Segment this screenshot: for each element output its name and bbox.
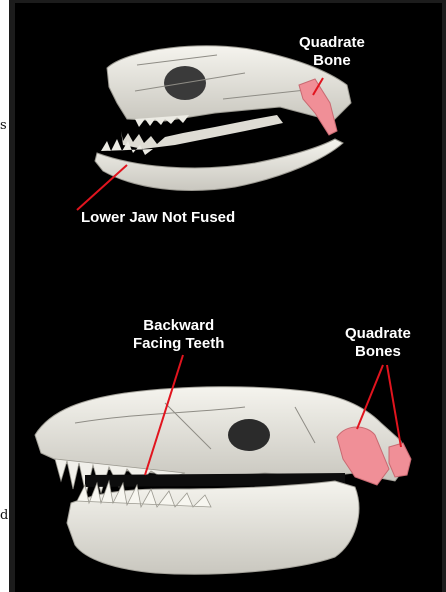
top-quadrate-label: Quadrate Bone [299, 34, 365, 70]
backward-teeth-label-line1: Backward [133, 317, 224, 335]
lower-jaw-label: Lower Jaw Not Fused [81, 209, 235, 227]
bottom-quadrate-bone-right [389, 443, 411, 477]
bottom-skull [35, 387, 407, 574]
top-jaw-leader-line [77, 165, 127, 210]
snake-skull-panel: Quadrate Bone Lower Jaw Not Fused Backwa… [15, 3, 442, 592]
top-quadrate-label-line1: Quadrate [299, 34, 365, 52]
top-quadrate-label-line2: Bone [299, 52, 365, 70]
bottom-skull-eye-socket [228, 419, 270, 451]
backward-teeth-label-line2: Facing Teeth [133, 335, 224, 353]
backward-teeth-label: Backward Facing Teeth [133, 317, 224, 353]
quadrate-bones-label-line1: Quadrate [345, 325, 411, 343]
quadrate-bones-label: Quadrate Bones [345, 325, 411, 361]
skull-illustration [15, 3, 442, 592]
quadrate-bones-label-line2: Bones [345, 343, 411, 361]
